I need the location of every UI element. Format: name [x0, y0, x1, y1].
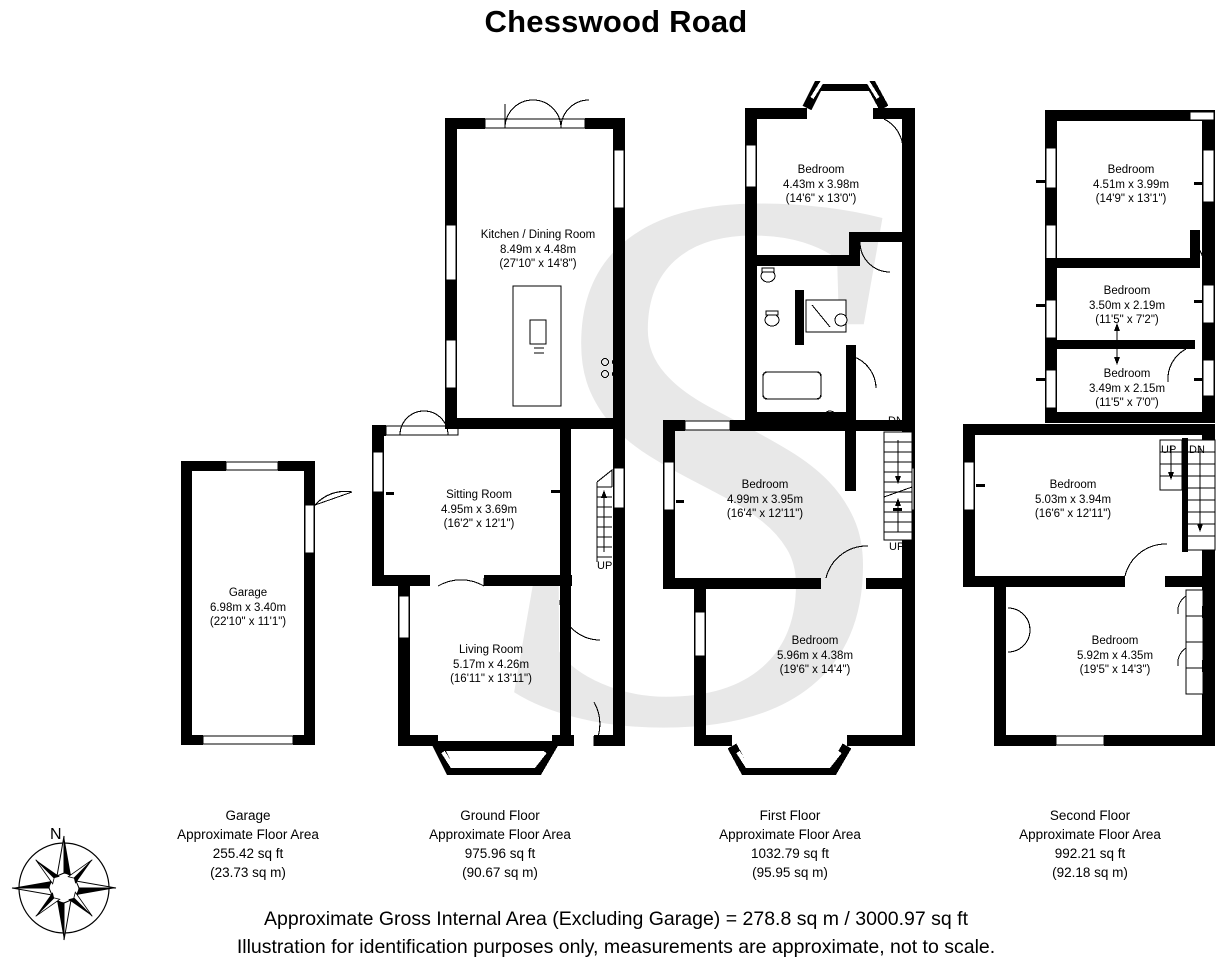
room-label-second-bedroom-front: Bedroom 4.51m x 3.99m (14'9" x 13'1") [1062, 163, 1200, 207]
room-imperial: (19'6" x 14'4") [779, 664, 851, 676]
room-metric: 5.92m x 4.35m [1076, 649, 1154, 662]
floor-name: Garage [225, 808, 271, 823]
room-imperial: (19'5" x 14'3") [1079, 664, 1151, 676]
room-imperial: (22'10" x 11'1") [209, 616, 287, 628]
room-name: Living Room [459, 644, 523, 656]
svg-text:S: S [505, 120, 895, 820]
floor-area-label: Approximate Floor Area [719, 827, 861, 842]
room-metric: 3.49m x 2.15m [1088, 382, 1166, 395]
room-label-kitchen-dining: Kitchen / Dining Room 8.49m x 4.48m (27'… [448, 228, 628, 272]
room-name: Sitting Room [446, 489, 512, 501]
room-metric: 4.99m x 3.95m [726, 493, 804, 506]
room-label-first-bedroom-mid: Bedroom 4.99m x 3.95m (16'4" x 12'11") [696, 478, 834, 522]
room-imperial: (14'9" x 13'1") [1095, 193, 1167, 205]
room-label-first-bedroom-front: Bedroom 4.43m x 3.98m (14'6" x 13'0") [752, 163, 890, 207]
room-metric: 4.51m x 3.99m [1092, 178, 1170, 191]
room-name: Bedroom [1107, 164, 1155, 176]
room-metric: 5.03m x 3.94m [1034, 493, 1112, 506]
floor-area-sqm: (90.67 sq m) [462, 865, 538, 880]
room-label-living-room: Living Room 5.17m x 4.26m (16'11" x 13'1… [420, 643, 562, 687]
room-name: Garage [228, 587, 268, 599]
floor-area-label: Approximate Floor Area [1019, 827, 1161, 842]
footer-disclaimer: Approximate Gross Internal Area (Excludi… [0, 905, 1232, 961]
room-label-second-bedroom-small-lower: Bedroom 3.49m x 2.15m (11'5" x 7'0") [1058, 367, 1196, 411]
stair-label-first-dn: DN [888, 415, 904, 427]
stair-label-first-up: UP [889, 541, 905, 553]
floor-area-sqm: (92.18 sq m) [1052, 865, 1128, 880]
floor-area-label: Approximate Floor Area [429, 827, 571, 842]
room-imperial: (14'6" x 13'0") [785, 193, 857, 205]
room-label-garage: Garage 6.98m x 3.40m (22'10" x 11'1") [188, 586, 308, 630]
illustration-disclaimer-line: Illustration for identification purposes… [236, 936, 996, 958]
floor-area-sqft: 255.42 sq ft [212, 846, 284, 861]
room-metric: 6.98m x 3.40m [209, 601, 287, 614]
stair-label-second-up: UP [1161, 444, 1177, 456]
stair-label-ground-up: UP [597, 560, 613, 572]
room-imperial: (16'11" x 13'11") [450, 673, 532, 685]
room-metric: 5.96m x 4.38m [776, 649, 854, 662]
room-metric: 4.43m x 3.98m [782, 178, 860, 191]
room-label-second-bedroom-small-upper: Bedroom 3.50m x 2.19m (11'5" x 7'2") [1058, 284, 1196, 328]
floor-caption-first: First Floor Approximate Floor Area 1032.… [710, 806, 870, 882]
room-name: Bedroom [1103, 285, 1151, 297]
floor-name: Second Floor [1049, 808, 1131, 823]
watermark-logo: S [505, 120, 895, 820]
floor-name: Ground Floor [460, 808, 540, 823]
room-label-sitting-room: Sitting Room 4.95m x 3.69m (16'2" x 12'1… [410, 488, 548, 532]
room-name: Bedroom [1091, 635, 1139, 647]
floor-area-sqft: 992.21 sq ft [1054, 846, 1126, 861]
room-name: Bedroom [1103, 368, 1151, 380]
room-imperial: (16'6" x 12'11") [1034, 508, 1112, 520]
floor-area-sqft: 975.96 sq ft [464, 846, 536, 861]
gross-internal-area-line: Approximate Gross Internal Area (Excludi… [264, 908, 968, 930]
room-imperial: (27'10" x 14'8") [499, 258, 577, 270]
floor-area-sqm: (23.73 sq m) [210, 865, 286, 880]
compass-north-label: N [50, 826, 62, 843]
page-title: Chesswood Road [484, 4, 748, 39]
room-imperial: (11'5" x 7'2") [1095, 314, 1159, 326]
room-name: Bedroom [797, 164, 845, 176]
room-metric: 3.50m x 2.19m [1088, 299, 1166, 312]
room-label-second-bedroom-mid: Bedroom 5.03m x 3.94m (16'6" x 12'11") [1004, 478, 1142, 522]
room-name: Bedroom [1049, 479, 1097, 491]
room-metric: 5.17m x 4.26m [452, 658, 530, 671]
room-name: Kitchen / Dining Room [480, 229, 596, 241]
floor-area-label: Approximate Floor Area [177, 827, 319, 842]
room-metric: 4.95m x 3.69m [440, 503, 518, 516]
floor-caption-second: Second Floor Approximate Floor Area 992.… [1010, 806, 1170, 882]
stair-label-second-dn: DN [1189, 444, 1205, 456]
room-imperial: (16'2" x 12'1") [443, 518, 515, 530]
floor-caption-garage: Garage Approximate Floor Area 255.42 sq … [168, 806, 328, 882]
floor-area-sqft: 1032.79 sq ft [750, 846, 830, 861]
room-name: Bedroom [741, 479, 789, 491]
floor-area-sqm: (95.95 sq m) [752, 865, 828, 880]
room-imperial: (16'4" x 12'11") [726, 508, 804, 520]
room-metric: 8.49m x 4.48m [499, 243, 577, 256]
compass-rose-icon [11, 835, 117, 941]
room-label-first-bedroom-rear: Bedroom 5.96m x 4.38m (19'6" x 14'4") [746, 634, 884, 678]
room-label-second-bedroom-rear: Bedroom 5.92m x 4.35m (19'5" x 14'3") [1046, 634, 1184, 678]
floor-caption-ground: Ground Floor Approximate Floor Area 975.… [420, 806, 580, 882]
floor-name: First Floor [759, 808, 821, 823]
room-imperial: (11'5" x 7'0") [1095, 397, 1159, 409]
room-name: Bedroom [791, 635, 839, 647]
